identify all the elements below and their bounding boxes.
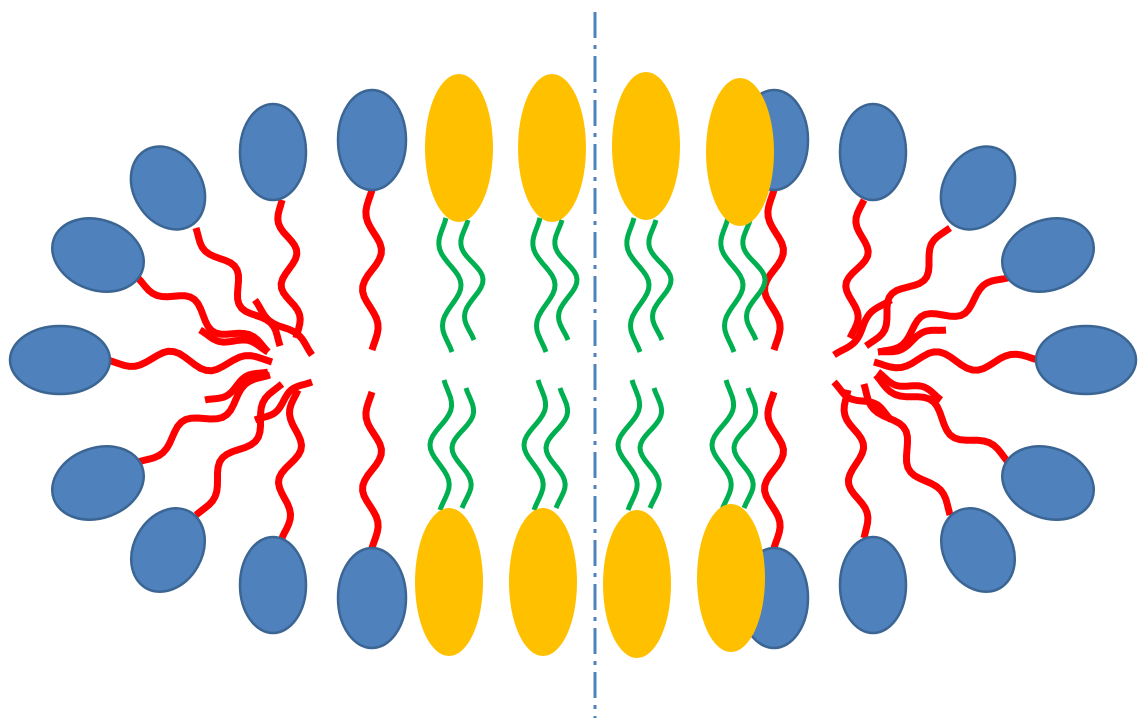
hydrophobic-tail	[832, 297, 893, 358]
hydrophilic-head	[939, 507, 1017, 593]
hydrophobic-tail	[842, 198, 872, 340]
hydrophilic-head	[50, 445, 146, 521]
inserted-tail	[427, 379, 455, 511]
hydrophilic-head	[1000, 445, 1096, 521]
hydrophilic-head	[238, 535, 308, 635]
inserted-tail	[740, 219, 768, 341]
inserted-head	[415, 508, 483, 656]
hydrophilic-head	[838, 102, 908, 202]
hydrophilic-head	[238, 102, 308, 202]
hydrophilic-head	[1000, 217, 1096, 293]
hydrophobic-tail	[252, 298, 315, 357]
hydrophobic-tail	[275, 388, 305, 540]
inserted-tail	[530, 217, 558, 353]
inserted-tail	[552, 219, 580, 341]
hydrophilic-head	[129, 145, 207, 231]
hydrophobic-tail	[106, 347, 274, 375]
hydrophobic-tail	[873, 348, 1039, 374]
hydrophobic-tail	[877, 274, 1009, 356]
inserted-tail	[615, 379, 643, 511]
hydrophobic-tail	[864, 225, 952, 349]
hydrophilic-head	[336, 88, 408, 192]
tail-layer	[106, 188, 1039, 550]
hydrophobic-tail	[831, 379, 894, 423]
inserted-tail	[709, 379, 737, 511]
hydrophobic-tail	[359, 188, 385, 352]
hydrophilic-head	[939, 145, 1017, 231]
inserted-head	[697, 504, 765, 652]
hydrophobic-tail	[359, 390, 385, 550]
hydrophobic-tail	[274, 199, 304, 339]
inserted-head	[509, 508, 577, 656]
inserted-head	[603, 510, 671, 658]
inserted-tail	[543, 387, 571, 509]
hydrophilic-head	[8, 324, 112, 396]
inserted-head	[612, 72, 680, 220]
hydrophobic-tail	[203, 368, 270, 404]
inserted-tail	[718, 217, 746, 353]
hydrophobic-tail	[135, 275, 271, 355]
hydrophilic-head	[336, 546, 408, 650]
inserted-tail	[646, 219, 674, 341]
inserted-tail	[436, 217, 464, 353]
inserted-tail	[458, 219, 486, 341]
hydrophobic-tail	[193, 381, 285, 518]
hydrophobic-tail	[198, 326, 270, 356]
inserted-tail	[449, 387, 477, 509]
hydrophobic-tail	[840, 389, 872, 539]
hydrophilic-head	[129, 507, 207, 593]
inserted-tail	[624, 217, 652, 353]
hydrophilic-head	[50, 217, 146, 293]
hydrophobic-tail	[253, 378, 314, 424]
inserted-tail	[521, 379, 549, 511]
inserted-tail	[731, 387, 759, 509]
hydrophobic-tail	[875, 369, 944, 403]
hydrophobic-tail	[860, 383, 954, 516]
hydrophobic-tail	[761, 188, 787, 352]
inserted-head	[425, 74, 493, 222]
hydrophobic-tail	[137, 371, 271, 466]
inserted-tail	[637, 387, 665, 509]
inserted-head	[706, 78, 774, 226]
hydrophobic-tail	[876, 326, 948, 356]
hydrophobic-tail	[873, 372, 1011, 465]
hydrophilic-head	[838, 535, 908, 635]
hydrophobic-tail	[761, 390, 787, 550]
head-layer	[8, 72, 1138, 658]
inserted-head	[518, 74, 586, 222]
hydrophilic-head	[1034, 324, 1138, 396]
